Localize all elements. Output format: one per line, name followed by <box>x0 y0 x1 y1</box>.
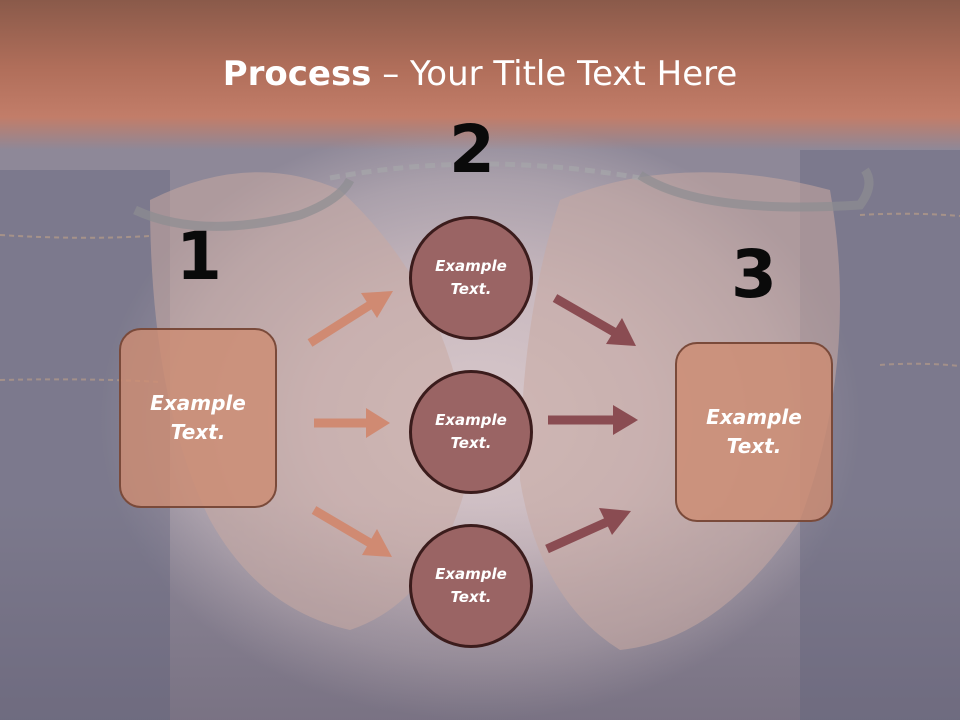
arrow-middle-to-right <box>548 405 638 435</box>
arrow-left-to-middle <box>314 408 390 438</box>
left-hand-shape <box>150 172 470 630</box>
right-box-text-line1: Example <box>706 405 802 429</box>
handcuff-right <box>637 167 874 212</box>
circle-bottom-text-line2: Text. <box>450 588 492 606</box>
title-band <box>0 0 960 150</box>
arrow-top-to-right <box>552 294 636 346</box>
jeans-seam-left <box>0 234 151 239</box>
circle-top-text-line1: Example <box>435 257 507 275</box>
jeans-seam-right <box>859 212 960 217</box>
arrow-left-to-top <box>307 291 393 347</box>
handcuff-left <box>133 177 355 231</box>
page-title: Process – Your Title Text Here <box>0 52 960 96</box>
left-box-text-line2: Text. <box>170 420 226 444</box>
step-number-1: 1 <box>176 218 222 295</box>
handcuff-chain <box>329 161 641 181</box>
jeans-seam-left-2 <box>0 378 161 383</box>
circle-middle-text-line2: Text. <box>450 434 492 452</box>
jeans-seam-right-2 <box>879 362 960 367</box>
title-strong: Process <box>222 54 372 94</box>
arrow-left-to-bottom <box>311 506 392 557</box>
step-number-3: 3 <box>731 236 777 313</box>
arrow-bottom-to-right <box>545 508 631 554</box>
right-box-text-line2: Text. <box>726 434 782 458</box>
circle-top-text-line2: Text. <box>450 280 492 298</box>
circle-middle-text-line1: Example <box>435 411 507 429</box>
left-box-text-line1: Example <box>150 391 246 415</box>
circle-bottom-text-line1: Example <box>435 565 507 583</box>
title-rest: – Your Title Text Here <box>371 54 738 94</box>
step-number-2: 2 <box>449 111 495 188</box>
